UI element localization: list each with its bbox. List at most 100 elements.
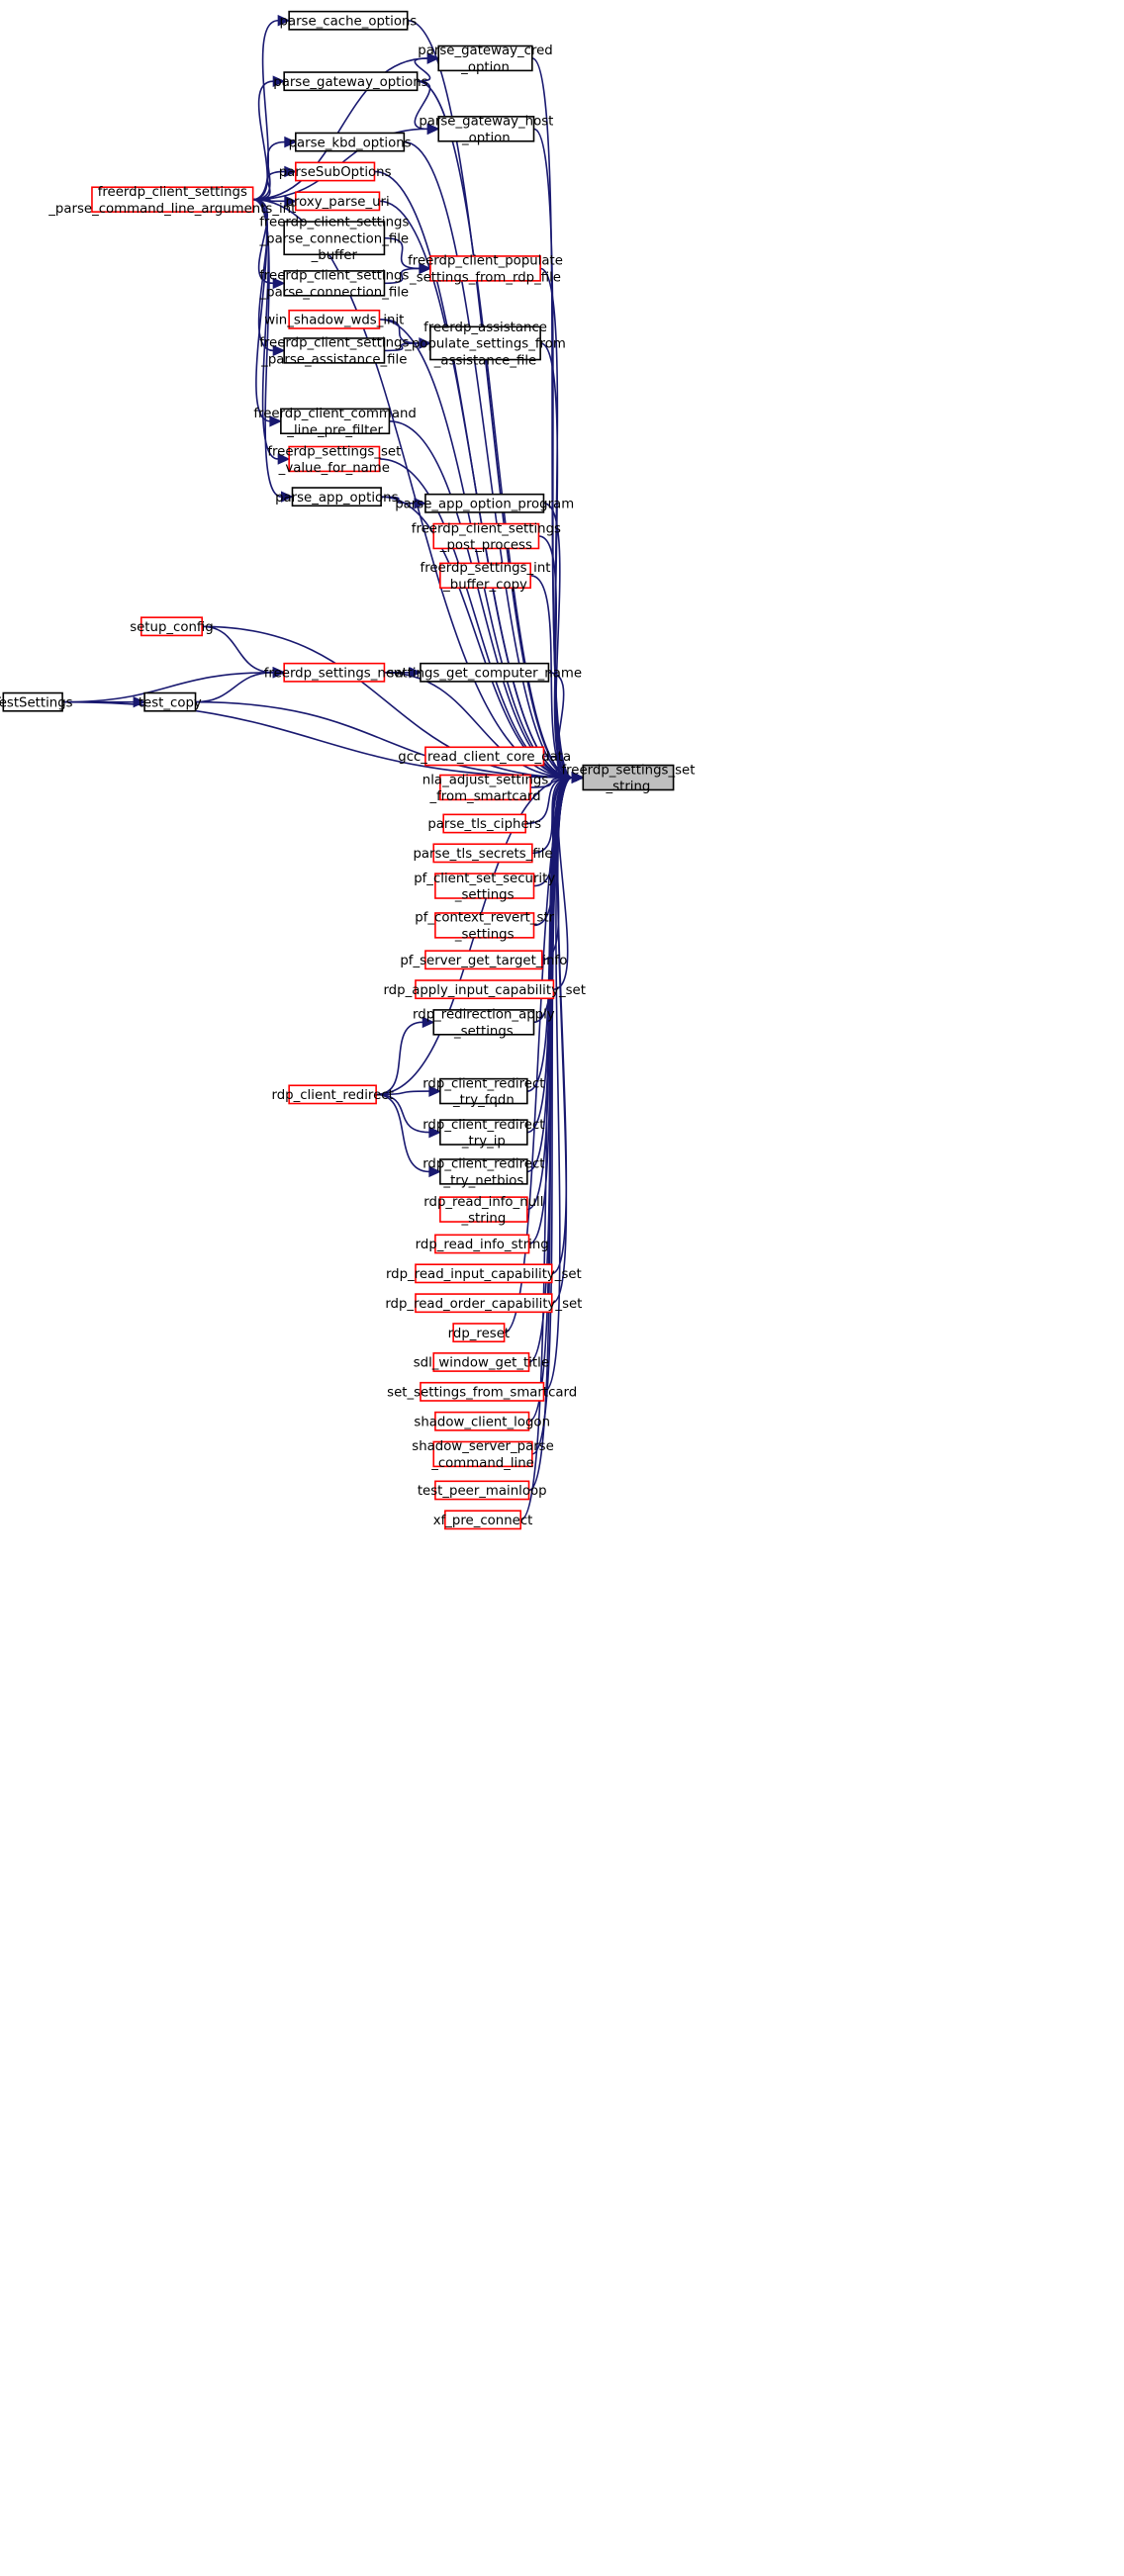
node-read_input_cap[interactable]: rdp_read_input_capability_set bbox=[386, 1263, 582, 1284]
node-shadow_logon[interactable]: shadow_client_logon bbox=[414, 1411, 550, 1431]
node-box bbox=[432, 1352, 530, 1372]
node-parse_app_option_program[interactable]: parse_app_option_program bbox=[395, 493, 574, 513]
node-label: _option bbox=[460, 60, 510, 75]
edge-arrowhead bbox=[571, 772, 585, 783]
node-gcc_read[interactable]: gcc_read_client_core_data bbox=[398, 746, 571, 767]
node-try_netbios[interactable]: rdp_client_redirect_try_netbios bbox=[422, 1157, 544, 1189]
node-parse_kbd_options[interactable]: parse_kbd_options bbox=[289, 132, 412, 152]
node-rdp_client_redirect[interactable]: rdp_client_redirect bbox=[271, 1084, 394, 1105]
node-label: _try_ip bbox=[461, 1135, 506, 1150]
edge-arrowhead bbox=[428, 1126, 442, 1139]
node-parse_gateway_cred_option[interactable]: parse_gateway_cred_option bbox=[418, 44, 552, 75]
edge-test_copy-to-target bbox=[195, 700, 585, 783]
node-read_info_string[interactable]: rdp_read_info_string bbox=[416, 1234, 549, 1254]
node-label: pf_server_get_target_info bbox=[400, 954, 567, 968]
node-label: set_settings_from_smartcard bbox=[387, 1386, 577, 1401]
node-label: _settings bbox=[454, 928, 515, 943]
node-label: parse_app_option_program bbox=[395, 497, 574, 511]
edge-arrowhead bbox=[419, 262, 432, 275]
node-test_copy[interactable]: test_copy bbox=[139, 691, 202, 712]
node-assistance_populate[interactable]: freerdp_assistance _populate_settings_fro… bbox=[404, 321, 566, 369]
node-post_process[interactable]: freerdp_client_settings_post_process bbox=[412, 521, 561, 553]
node-label: _line_pre_filter bbox=[286, 423, 383, 438]
node-cmdline_int[interactable]: freerdp_client_settings_parse_command_li… bbox=[47, 185, 296, 217]
edge-arrowhead bbox=[272, 75, 286, 87]
node-TestSettings[interactable]: TestSettings bbox=[0, 691, 73, 712]
node-setup_config[interactable]: setup_config bbox=[130, 616, 214, 637]
node-int_buffer_copy[interactable]: freerdp_settings_int_buffer_copy bbox=[421, 561, 551, 593]
edge-arrowhead bbox=[133, 695, 146, 708]
node-proxy_parse_uri[interactable]: proxy_parse_uri bbox=[286, 191, 390, 212]
node-box bbox=[452, 1323, 506, 1343]
node-read_info_null[interactable]: rdp_read_info_null_string bbox=[423, 1195, 543, 1227]
node-xf_pre[interactable]: xf_pre_connect bbox=[433, 1510, 533, 1530]
node-target[interactable]: freerdp_settings_set_string bbox=[561, 763, 695, 794]
node-conn_file_buffer[interactable]: freerdp_client_settings_parse_connection… bbox=[258, 216, 409, 264]
node-box bbox=[432, 1009, 535, 1036]
edge-line bbox=[389, 419, 573, 779]
edge-line bbox=[539, 342, 573, 779]
edge-line bbox=[202, 625, 274, 674]
node-label: _try_fqdn bbox=[452, 1093, 515, 1108]
node-set_smartcard[interactable]: set_settings_from_smartcard bbox=[387, 1381, 577, 1402]
node-assistance_file[interactable]: freerdp_client_settings_parse_assistance… bbox=[259, 336, 409, 368]
node-parse_tls_ciphers[interactable]: parse_tls_ciphers bbox=[427, 813, 541, 834]
node-parse_gateway_host_option[interactable]: parse_gateway_host_option bbox=[419, 115, 553, 146]
node-conn_file[interactable]: freerdp_client_settings_parse_connection… bbox=[258, 269, 409, 301]
node-box bbox=[434, 1480, 530, 1501]
node-label: rdp_read_info_null bbox=[423, 1195, 543, 1210]
node-try_ip[interactable]: rdp_client_redirect_try_ip bbox=[422, 1118, 544, 1150]
node-label: pf_client_set_security bbox=[414, 872, 555, 886]
node-label: rdp_apply_input_capability_set bbox=[383, 983, 585, 998]
node-label: freerdp_assistance bbox=[423, 321, 547, 335]
edge-cmdline_int-to-parse_app_options bbox=[252, 198, 294, 503]
node-pf_server_get[interactable]: pf_server_get_target_info bbox=[400, 950, 567, 970]
node-shadow_parse[interactable]: shadow_server_parse_command_line bbox=[412, 1439, 554, 1471]
node-try_fqdn[interactable]: rdp_client_redirect_try_fqdn bbox=[422, 1076, 544, 1108]
node-box bbox=[442, 813, 527, 834]
node-label: freerdp_client_settings bbox=[259, 216, 409, 230]
node-get_computer_name[interactable]: settings_get_computer_name bbox=[387, 662, 582, 683]
node-populate_rdp_file[interactable]: freerdp_client_populate_settings_from_rd… bbox=[408, 254, 563, 286]
edge-line bbox=[62, 671, 274, 703]
edge-line bbox=[381, 496, 415, 505]
edge-arrowhead bbox=[428, 1085, 442, 1097]
edge-line bbox=[252, 198, 285, 203]
edge-cmdline_int-to-assistance_file bbox=[252, 198, 286, 357]
node-label: test_copy bbox=[139, 695, 202, 710]
edge-line bbox=[376, 1090, 429, 1096]
node-win_shadow_wds_init[interactable]: win_shadow_wds_init bbox=[264, 309, 404, 329]
node-settings_new[interactable]: freerdp_settings_new bbox=[264, 662, 405, 683]
edge-arrowhead bbox=[269, 415, 283, 427]
edge-line bbox=[379, 200, 573, 779]
node-rdp_redir_apply[interactable]: rdp_redirection_apply_settings bbox=[413, 1008, 555, 1040]
edge-line bbox=[376, 1093, 429, 1173]
node-parse_cache_options[interactable]: parse_cache_options bbox=[280, 10, 418, 31]
node-label: parse_app_options bbox=[275, 491, 399, 506]
node-pf_context_revert[interactable]: pf_context_revert_str_settings bbox=[415, 911, 554, 943]
edge-rdp_client_redirect-to-try_ip bbox=[376, 1093, 442, 1139]
node-parseSubOptions[interactable]: parseSubOptions bbox=[279, 161, 392, 182]
node-read_order_cap[interactable]: rdp_read_order_capability_set bbox=[385, 1293, 582, 1314]
node-sdl_title[interactable]: sdl_window_get_title bbox=[414, 1352, 549, 1372]
edge-arrowhead bbox=[284, 195, 298, 208]
node-rdp_reset[interactable]: rdp_reset bbox=[448, 1323, 510, 1343]
node-parse_gateway_options[interactable]: parse_gateway_options bbox=[273, 71, 428, 92]
node-set_value_for_name[interactable]: freerdp_settings_set_value_for_name bbox=[267, 444, 401, 476]
node-test_peer[interactable]: test_peer_mainloop bbox=[418, 1480, 547, 1501]
node-parse_tls_secrets[interactable]: parse_tls_secrets_file bbox=[413, 843, 553, 864]
node-label: freerdp_settings_new bbox=[264, 666, 405, 681]
node-label: _populate_settings_from bbox=[404, 337, 566, 352]
edge-line bbox=[252, 80, 274, 201]
node-box bbox=[439, 1119, 528, 1146]
node-label: parse_cache_options bbox=[280, 14, 418, 29]
node-box bbox=[283, 662, 386, 683]
node-nla_adjust[interactable]: nla_adjust_settings_from_smartcard bbox=[422, 773, 549, 804]
node-label: rdp_read_order_capability_set bbox=[385, 1297, 582, 1312]
node-parse_app_options[interactable]: parse_app_options bbox=[275, 487, 399, 507]
node-pre_filter[interactable]: freerdp_client_command_line_pre_filter bbox=[253, 407, 417, 438]
node-label: rdp_reset bbox=[448, 1327, 510, 1341]
edge-line bbox=[538, 535, 573, 779]
node-pf_client_set[interactable]: pf_client_set_security_settings bbox=[414, 872, 555, 903]
node-rdp_apply_input[interactable]: rdp_apply_input_capability_set bbox=[383, 979, 586, 1000]
